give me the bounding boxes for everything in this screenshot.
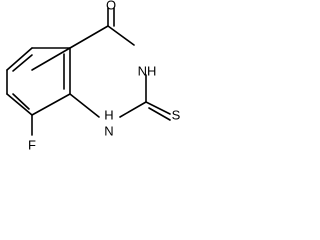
bond-c4a-c4 [69,25,109,49]
bond-c2-s-double [148,107,171,121]
atom-label-nh-upper: NH [138,63,157,78]
benzene-ring [6,47,71,116]
structure-diagram: O NH H N S F [0,0,184,178]
atom-label-oxygen: O [106,0,116,12]
bond-c2-s [145,101,171,115]
atom-label-fluorine: F [28,137,36,152]
bond-c4-n3 [107,25,135,46]
bond-c8-c7-inner [12,93,30,110]
atom-label-sulfur: S [172,107,181,122]
bond-c5-c4a [31,47,71,71]
bond-c6-c5 [6,47,33,71]
atom-label-n-lower: N [104,123,113,138]
atom-label-h-lower: H [104,107,113,122]
bond-n1-c8a [69,93,100,118]
pyrimidine-ring [69,7,171,121]
bond-c2-n1 [119,101,147,118]
bond-c8a-c8 [31,93,71,116]
molecule-drawing: O NH H N S F [6,0,181,152]
bond-c6-c5-inner [12,54,33,72]
bond-c8-c7 [6,93,33,116]
